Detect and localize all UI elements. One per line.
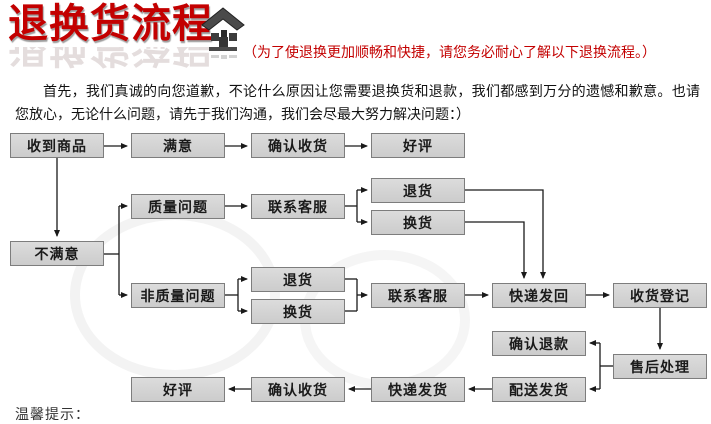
flow-node-exchange-quality: 换货 <box>371 210 465 235</box>
flow-node-after-sales-processing: 售后处理 <box>613 354 707 379</box>
header-note: （为了使退换更加顺畅和快捷，请您务必耐心了解以下退换流程。） <box>243 44 656 60</box>
flow-node-non-quality-issue: 非质量问题 <box>131 283 225 308</box>
flow-node-delivery-dispatch: 配送发货 <box>492 377 586 402</box>
flow-node-confirm-receipt-top: 确认收货 <box>251 133 345 158</box>
flow-node-unsatisfied: 不满意 <box>10 241 104 266</box>
intro-text: 首先，我们真诚的向您道歉，不论什么原因让您需要退换货和退款，我们都感到万分的遗憾… <box>15 83 700 122</box>
flow-node-good-review-bottom: 好评 <box>131 377 225 402</box>
flow-node-return-quality: 退货 <box>371 178 465 203</box>
flow-node-satisfied: 满意 <box>131 133 225 158</box>
flow-node-express-send-back: 快递发回 <box>492 283 586 308</box>
flow-node-express-dispatch: 快递发货 <box>371 377 465 402</box>
flow-node-contact-service-quality: 联系客服 <box>251 194 345 219</box>
flow-node-confirm-receipt-bottom: 确认收货 <box>251 377 345 402</box>
flow-node-receipt-registration: 收货登记 <box>613 283 707 308</box>
flow-node-exchange-non-quality: 换货 <box>251 299 345 324</box>
flow-node-return-non-quality: 退货 <box>251 267 345 292</box>
flow-node-received: 收到商品 <box>10 133 104 158</box>
tips-label: 温馨提示： <box>15 406 90 422</box>
flow-node-contact-service-non-quality: 联系客服 <box>371 283 465 308</box>
page-title: 退换货流程 <box>8 2 213 46</box>
house-icon <box>201 7 245 59</box>
flow-node-quality-issue: 质量问题 <box>131 194 225 219</box>
flow-node-confirm-refund: 确认退款 <box>492 331 586 356</box>
flow-node-good-review-top: 好评 <box>371 133 465 158</box>
